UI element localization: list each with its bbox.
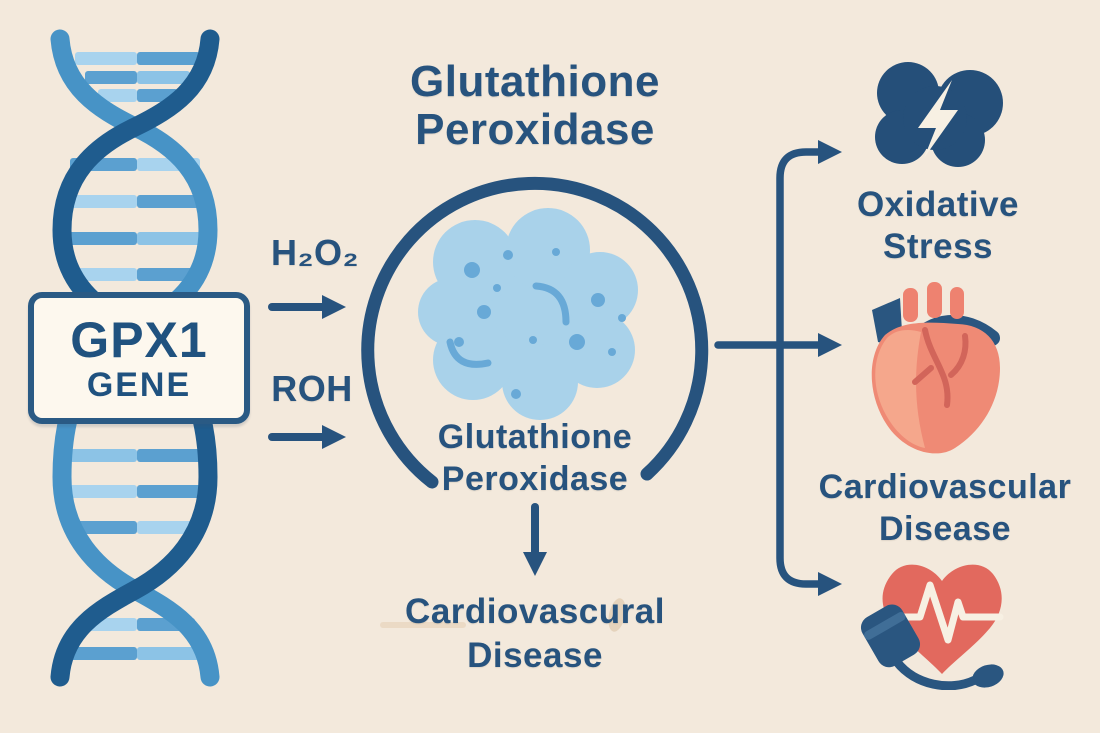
- gene-label-box: GPX1 GENE: [28, 292, 250, 424]
- oxidative-line2: Stress: [882, 227, 994, 266]
- enzyme-circle-label: Glutathione Peroxidase: [400, 416, 670, 500]
- center-outcome-label: Cardiovascural Disease: [375, 590, 695, 678]
- substrate-roh-label: ROH: [271, 368, 353, 409]
- enzyme-label-line2: Peroxidase: [441, 460, 629, 498]
- diagram-title: Glutathione Peroxidase: [360, 58, 710, 154]
- gene-name: GPX1: [70, 312, 208, 368]
- oxidative-stress-label: Oxidative Stress: [818, 184, 1058, 268]
- paper-smudge: [380, 622, 466, 628]
- roh-arrow-right-icon: [268, 425, 346, 449]
- enzyme-circle-outline: [361, 176, 709, 489]
- paper-smudge: [608, 598, 626, 632]
- cardio-line1: Cardiovascular: [818, 468, 1072, 506]
- enzyme-label-line1: Glutathione: [437, 418, 633, 456]
- branch-bracket-arrows: [714, 140, 842, 596]
- heart-pulse-bp-cuff-icon: [860, 564, 1004, 690]
- arrow-down-icon: [523, 503, 547, 576]
- substrate-h2o2-label: H₂O₂: [271, 232, 359, 273]
- enzyme-speckles: [454, 248, 626, 399]
- enzyme-blob-icon: [418, 208, 638, 420]
- center-outcome-line2: Disease: [467, 636, 603, 675]
- bp-cuff: [860, 604, 1004, 690]
- title-line2: Peroxidase: [415, 105, 655, 154]
- lightning-bolt-icon: [918, 80, 958, 158]
- cardiovascular-disease-label: Cardiovascular Disease: [800, 466, 1090, 550]
- center-outcome-line1: Cardiovascural: [405, 592, 665, 631]
- h2o2-arrow-right-icon: [268, 295, 346, 319]
- oxidative-line1: Oxidative: [856, 185, 1020, 224]
- gene-type: GENE: [86, 366, 192, 404]
- title-line1: Glutathione: [410, 57, 660, 106]
- dna-double-helix-icon: [50, 29, 220, 687]
- cardio-line2: Disease: [878, 510, 1012, 548]
- anatomical-heart-icon: [871, 282, 1000, 454]
- ekg-pulse-line: [891, 581, 1004, 644]
- storm-cloud-lightning-icon: [875, 62, 1003, 167]
